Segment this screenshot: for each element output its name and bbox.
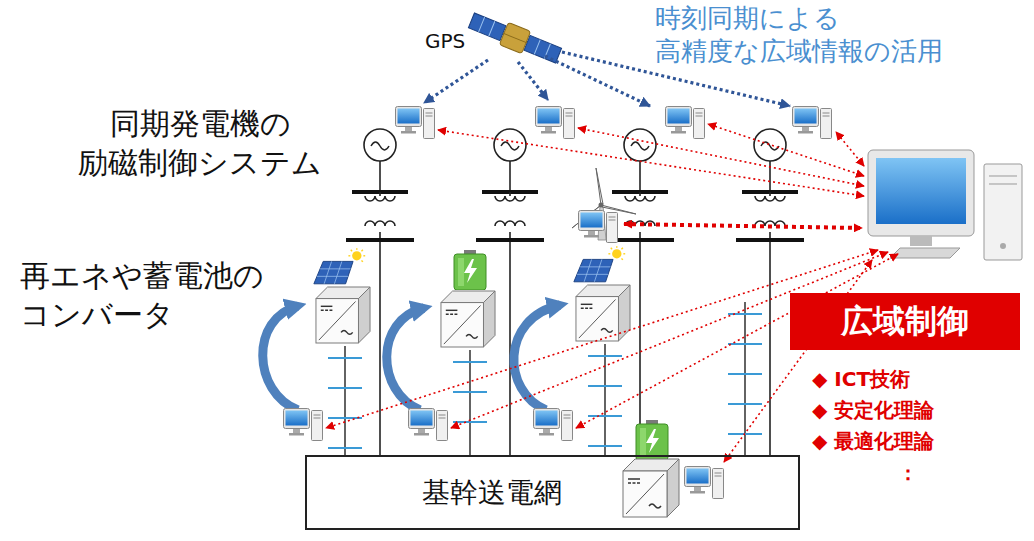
solar-panel	[314, 248, 365, 283]
grid-line	[379, 192, 381, 196]
feeder-bus	[453, 391, 487, 393]
bullet-item: ◆ 安定化理論	[812, 397, 934, 423]
feeder-line	[744, 302, 745, 455]
transformer-coil	[625, 196, 655, 201]
feeder-bus	[588, 445, 622, 447]
converter	[576, 285, 630, 341]
feeder-bus	[588, 415, 622, 417]
pc-icon	[793, 107, 832, 139]
feeder-bus	[728, 403, 762, 405]
generator-symbol	[494, 129, 526, 161]
solar-panel	[574, 246, 625, 281]
generator-symbol	[754, 129, 786, 161]
generator-symbol	[364, 129, 396, 161]
generator-tilde	[501, 142, 519, 150]
gps-satellite	[467, 9, 563, 66]
grid-line	[639, 232, 641, 455]
feeder-line	[344, 346, 345, 455]
local-control-arrows	[263, 305, 560, 410]
bullet-item: ◆ 最適化理論	[812, 428, 934, 454]
grid-line	[379, 232, 381, 455]
generator-tilde	[631, 142, 649, 150]
part-label: 再エネや蓄電池の コンバータ	[20, 256, 264, 334]
bus-bar	[346, 238, 414, 242]
feeder-bus	[728, 373, 762, 375]
pc-icon	[284, 409, 323, 441]
satellite-label: GPS	[425, 28, 465, 54]
grid-line	[639, 161, 641, 192]
bus-bar	[736, 238, 804, 242]
bullet-item: ◆ ICT技術	[812, 366, 910, 392]
grid-line	[509, 192, 511, 196]
generator-symbol	[624, 129, 656, 161]
feeder-bus	[328, 417, 362, 419]
pc-icon	[579, 211, 618, 243]
grid-line	[769, 232, 771, 455]
transformer-coil	[365, 196, 395, 201]
control-box: 広域制御	[790, 293, 1020, 350]
feeder-bus	[588, 385, 622, 387]
converter	[316, 287, 370, 343]
grid-line	[379, 161, 381, 192]
pc-icon	[536, 107, 575, 139]
feeder-bus	[328, 357, 362, 359]
pc-icon	[685, 467, 724, 499]
converter	[441, 291, 495, 347]
feeder-bus	[588, 355, 622, 357]
battery	[636, 420, 668, 460]
grid-line	[639, 192, 641, 196]
generator-tilde	[371, 142, 389, 150]
feeder-bus	[328, 387, 362, 389]
converter	[623, 459, 679, 517]
transformer-coil	[365, 221, 395, 226]
battery	[454, 250, 486, 290]
note-text: 時刻同期による 高精度な広域情報の活用	[655, 2, 943, 67]
pc-icon	[396, 107, 435, 139]
transformer-coil	[495, 196, 525, 201]
transformer-coil	[755, 196, 785, 201]
feeder-bus	[453, 361, 487, 363]
feeder-bus	[728, 343, 762, 345]
grid-line	[509, 232, 511, 455]
grid-line	[769, 192, 771, 196]
grid-line	[769, 161, 771, 192]
part-label: 同期発電機の 励磁制御システム	[78, 104, 322, 182]
feeder-line	[604, 344, 605, 455]
feeder-bus	[453, 421, 487, 423]
continuation-mark: ：	[898, 460, 918, 486]
transformer-coil	[495, 221, 525, 226]
bus-bar	[476, 238, 544, 242]
node-text: 広域制御	[841, 300, 969, 344]
network-box: 基幹送電網	[305, 455, 800, 530]
feeder-bus	[328, 447, 362, 449]
central-computer	[868, 150, 1022, 260]
pc-icon	[666, 107, 705, 139]
pc-icon	[534, 409, 573, 441]
pc-icon	[409, 409, 448, 441]
grid-line	[509, 161, 511, 192]
feeder-line	[469, 350, 470, 455]
node-text: 基幹送電網	[422, 474, 562, 512]
wind-communication-arrow	[624, 224, 862, 228]
